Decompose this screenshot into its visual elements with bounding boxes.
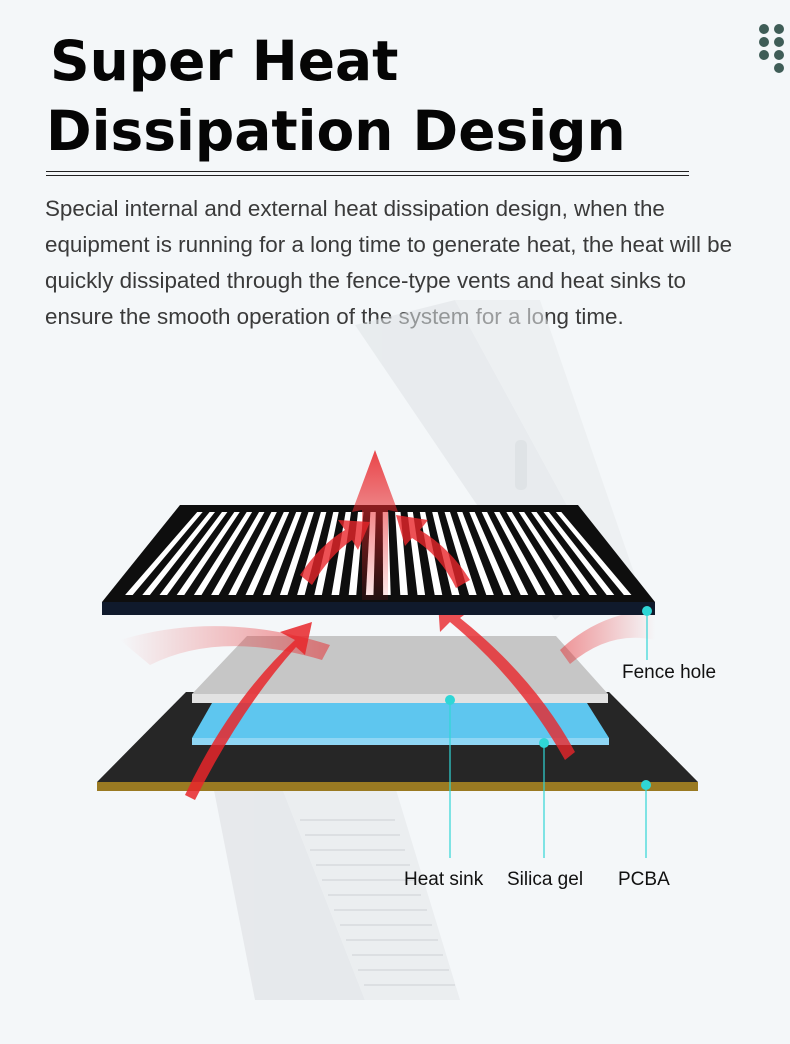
grill-slat <box>456 512 494 595</box>
silica-gel-pad <box>192 703 609 745</box>
grill-slat <box>481 512 529 595</box>
grill-slat <box>125 512 203 595</box>
label-silica-gel: Silica gel <box>507 869 584 890</box>
title-divider-bottom <box>46 175 689 176</box>
grill-slat <box>228 512 277 595</box>
leader-lines <box>445 606 652 858</box>
grill-slat <box>211 512 265 595</box>
label-pcba: PCBA <box>618 869 670 890</box>
grill-slat <box>395 512 408 595</box>
grill-slat <box>176 512 240 595</box>
title-divider-top <box>46 171 689 172</box>
grill-slat <box>419 512 443 595</box>
grill-slat <box>543 512 615 595</box>
description-text: Special internal and external heat dissi… <box>45 196 733 329</box>
grill-slat <box>142 512 216 595</box>
heat-arrows-lower <box>120 603 655 800</box>
grill-slat <box>518 512 580 595</box>
grill-slat <box>159 512 228 595</box>
grill-slat <box>469 512 512 595</box>
grill-slat <box>506 512 563 595</box>
title-line-1: Super Heat <box>50 29 399 93</box>
grill-slat <box>262 512 302 595</box>
page-title: Super Heat Dissipation Design <box>46 26 626 166</box>
grill-slat <box>193 512 253 595</box>
grill-slat <box>555 512 632 595</box>
grill-slat <box>279 512 314 595</box>
label-fence-hole: Fence hole <box>622 662 717 683</box>
grill-slat <box>531 512 598 595</box>
dot-grid-icon <box>757 24 787 84</box>
title-line-2: Dissipation Design <box>46 99 626 163</box>
grill-slat <box>444 512 477 595</box>
label-heat-sink: Heat sink <box>404 869 484 890</box>
heat-arrows-upper <box>300 450 470 600</box>
grill-slat <box>245 512 290 595</box>
grill-slat <box>494 512 546 595</box>
